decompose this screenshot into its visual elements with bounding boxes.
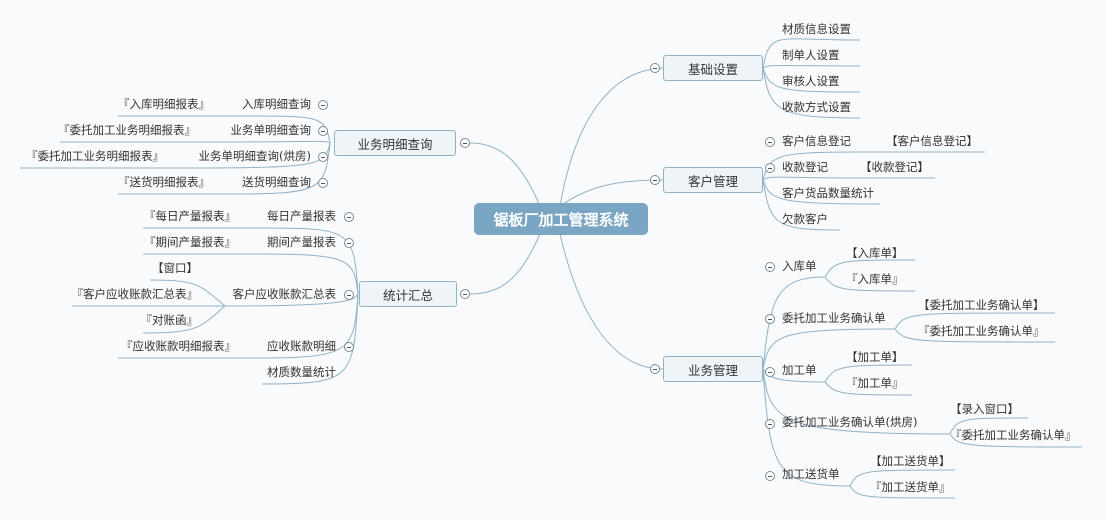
collapse-icon[interactable]	[344, 290, 354, 300]
kehu-item-2[interactable]: 收款登记	[782, 160, 828, 174]
collapse-icon[interactable]	[318, 126, 328, 136]
mingxi-item-1-sub[interactable]: 『入库明细报表』	[118, 97, 210, 111]
collapse-icon[interactable]	[650, 63, 660, 73]
collapse-icon[interactable]	[765, 137, 775, 147]
yewu-item-2-sub-1[interactable]: 【委托加工业务确认单】	[918, 298, 1045, 312]
mingxi-item-4[interactable]: 送货明细查询	[242, 175, 311, 189]
collapse-icon[interactable]	[318, 152, 328, 162]
tongji-item-5[interactable]: 材质数量统计	[267, 365, 336, 379]
jichu-item-3[interactable]: 审核人设置	[782, 74, 840, 88]
jichu-item-1[interactable]: 材质信息设置	[782, 22, 851, 36]
tongji-item-1[interactable]: 每日产量报表	[267, 209, 336, 223]
collapse-icon[interactable]	[318, 178, 328, 188]
collapse-icon[interactable]	[765, 367, 775, 377]
yewu-item-3[interactable]: 加工单	[782, 363, 817, 377]
yewu-item-5[interactable]: 加工送货单	[782, 467, 840, 481]
collapse-icon[interactable]	[344, 212, 354, 222]
collapse-icon[interactable]	[650, 175, 660, 185]
yewu-item-5-sub-1[interactable]: 【加工送货单】	[870, 454, 951, 468]
yewu-item-4[interactable]: 委托加工业务确认单(烘房)	[782, 415, 918, 429]
mingxi-item-1[interactable]: 入库明细查询	[242, 97, 311, 111]
collapse-icon[interactable]	[765, 419, 775, 429]
yewu-item-3-sub-1[interactable]: 【加工单】	[846, 350, 904, 364]
tongji-item-4-sub[interactable]: 『应收账款明细报表』	[121, 339, 236, 353]
yewu-item-4-sub-1[interactable]: 【录入窗口】	[950, 402, 1019, 416]
kehu-item-3[interactable]: 客户货品数量统计	[782, 186, 874, 200]
collapse-icon[interactable]	[650, 364, 660, 374]
tongji-item-3-sub-1[interactable]: 【窗口】	[152, 261, 198, 275]
tongji-item-2-sub[interactable]: 『期间产量报表』	[144, 235, 236, 249]
tongji-item-3-sub-3[interactable]: 『对账函』	[140, 313, 199, 327]
branch-yewu[interactable]: 业务管理	[663, 356, 763, 382]
collapse-icon[interactable]	[318, 100, 328, 110]
yewu-item-1[interactable]: 入库单	[782, 259, 817, 273]
collapse-icon[interactable]	[460, 138, 470, 148]
tongji-item-3-sub-2[interactable]: 『客户应收账款汇总表』	[71, 287, 199, 301]
collapse-icon[interactable]	[765, 262, 775, 272]
branch-mingxi[interactable]: 业务明细查询	[334, 130, 456, 156]
yewu-item-5-sub-2[interactable]: 『加工送货单』	[870, 480, 951, 494]
collapse-icon[interactable]	[765, 314, 775, 324]
center-node[interactable]: 锯板厂加工管理系统	[474, 203, 648, 235]
collapse-icon[interactable]	[765, 471, 775, 481]
tongji-item-2[interactable]: 期间产量报表	[267, 235, 336, 249]
kehu-item-1[interactable]: 客户信息登记	[782, 134, 851, 148]
branch-kehu[interactable]: 客户管理	[663, 167, 763, 193]
jichu-item-4[interactable]: 收款方式设置	[782, 100, 851, 114]
tongji-item-4[interactable]: 应收账款明细	[267, 339, 336, 353]
collapse-icon[interactable]	[460, 289, 470, 299]
kehu-item-2-sub[interactable]: 【收款登记】	[860, 160, 929, 174]
kehu-item-4[interactable]: 欠款客户	[782, 212, 828, 226]
yewu-item-1-sub-2[interactable]: 『入库单』	[846, 272, 904, 286]
mingxi-item-3[interactable]: 业务单明细查询(烘房)	[198, 149, 311, 163]
branch-jichu[interactable]: 基础设置	[663, 55, 763, 81]
tongji-item-1-sub[interactable]: 『每日产量报表』	[144, 209, 236, 223]
tongji-item-3[interactable]: 客户应收账款汇总表	[232, 287, 337, 301]
collapse-icon[interactable]	[765, 163, 775, 173]
jichu-item-2[interactable]: 制单人设置	[782, 48, 840, 62]
yewu-item-1-sub-1[interactable]: 【入库单】	[846, 246, 904, 260]
mingxi-item-2-sub[interactable]: 『委托加工业务明细报表』	[58, 123, 196, 137]
yewu-item-3-sub-2[interactable]: 『加工单』	[846, 376, 904, 390]
yewu-item-4-sub-2[interactable]: 『委托加工业务确认单』	[950, 428, 1077, 442]
branch-tongji[interactable]: 统计汇总	[359, 281, 457, 307]
mingxi-item-4-sub[interactable]: 『送货明细报表』	[118, 175, 210, 189]
collapse-icon[interactable]	[344, 238, 354, 248]
mingxi-item-3-sub[interactable]: 『委托加工业务明细报表』	[26, 149, 164, 163]
mingxi-item-2[interactable]: 业务单明细查询	[230, 123, 312, 137]
collapse-icon[interactable]	[344, 342, 354, 352]
yewu-item-2-sub-2[interactable]: 『委托加工业务确认单』	[918, 324, 1045, 338]
kehu-item-1-sub[interactable]: 【客户信息登记】	[886, 134, 978, 148]
yewu-item-2[interactable]: 委托加工业务确认单	[782, 311, 886, 325]
